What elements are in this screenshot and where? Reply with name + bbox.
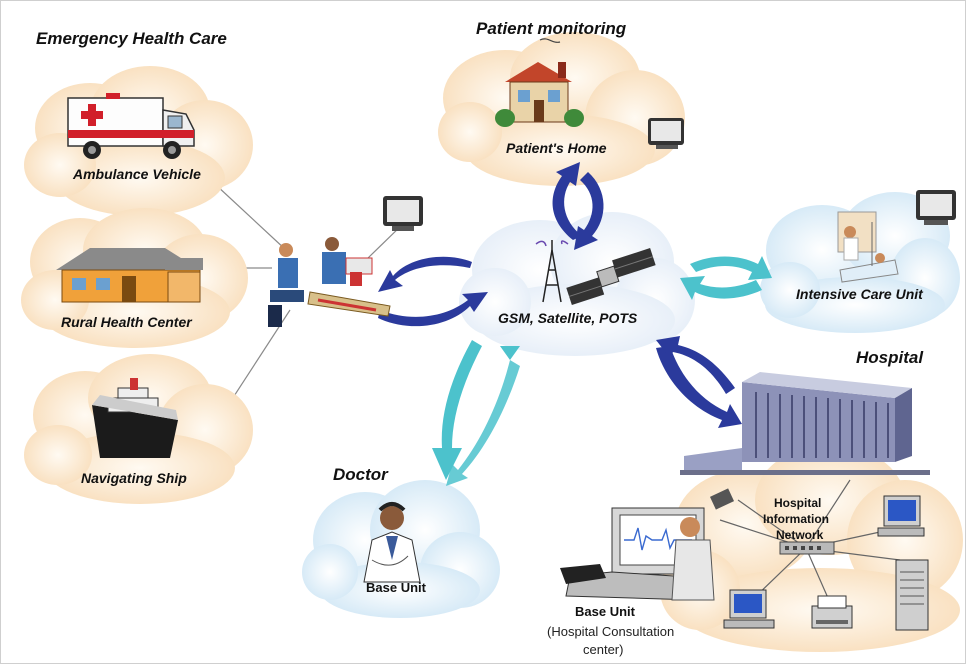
section-title-doctor: Doctor bbox=[333, 465, 388, 484]
server-icon bbox=[895, 559, 929, 631]
node-label-ship: Navigating Ship bbox=[81, 470, 187, 486]
node-label-ambulance: Ambulance Vehicle bbox=[73, 166, 201, 182]
arrow-doctor-network bbox=[432, 340, 520, 486]
base-unit-sublabel-2: center) bbox=[583, 642, 624, 657]
his-label-line3: Network bbox=[776, 528, 824, 542]
section-title-monitoring: Patient monitoring bbox=[476, 19, 627, 38]
base-unit-label: Base Unit bbox=[575, 604, 635, 619]
his-label-line2: Information bbox=[763, 512, 829, 526]
hospital-building-icon bbox=[680, 372, 930, 475]
clinic-icon bbox=[56, 248, 203, 303]
arrow-home-network bbox=[552, 162, 604, 250]
network-hub-icon bbox=[779, 541, 835, 555]
his-label-line1: Hospital bbox=[774, 496, 822, 510]
arrow-hospital-network bbox=[656, 336, 742, 428]
tv-monitor-icon bbox=[383, 196, 423, 231]
icu-bed-icon bbox=[837, 211, 899, 283]
ship-icon bbox=[92, 378, 178, 458]
node-label-doctor-base-unit: Base Unit bbox=[366, 580, 426, 595]
tv-monitor-icon-home bbox=[648, 118, 684, 149]
doctor-icon bbox=[363, 502, 421, 583]
arrow-icu-network bbox=[680, 256, 772, 300]
printer-icon bbox=[811, 595, 853, 629]
section-title-emergency: Emergency Health Care bbox=[36, 29, 227, 48]
section-title-hospital: Hospital bbox=[856, 348, 924, 367]
node-label-rural: Rural Health Center bbox=[61, 314, 192, 330]
tv-monitor-icon-icu bbox=[916, 190, 956, 225]
node-label-network: GSM, Satellite, POTS bbox=[498, 310, 638, 326]
ambulance-icon bbox=[67, 93, 195, 159]
satellite-icon bbox=[566, 248, 656, 306]
base-unit-computer-icon bbox=[560, 488, 735, 601]
arrow-field-network bbox=[378, 256, 488, 327]
paramedics-icon bbox=[268, 237, 391, 327]
house-icon bbox=[495, 38, 584, 127]
computer-icon-top-right bbox=[877, 495, 925, 537]
antenna-tower-icon bbox=[535, 240, 569, 303]
node-label-home: Patient's Home bbox=[506, 140, 607, 156]
node-label-icu: Intensive Care Unit bbox=[796, 286, 923, 302]
base-unit-sublabel-1: (Hospital Consultation bbox=[547, 624, 675, 639]
computer-icon-bottom bbox=[723, 589, 775, 629]
